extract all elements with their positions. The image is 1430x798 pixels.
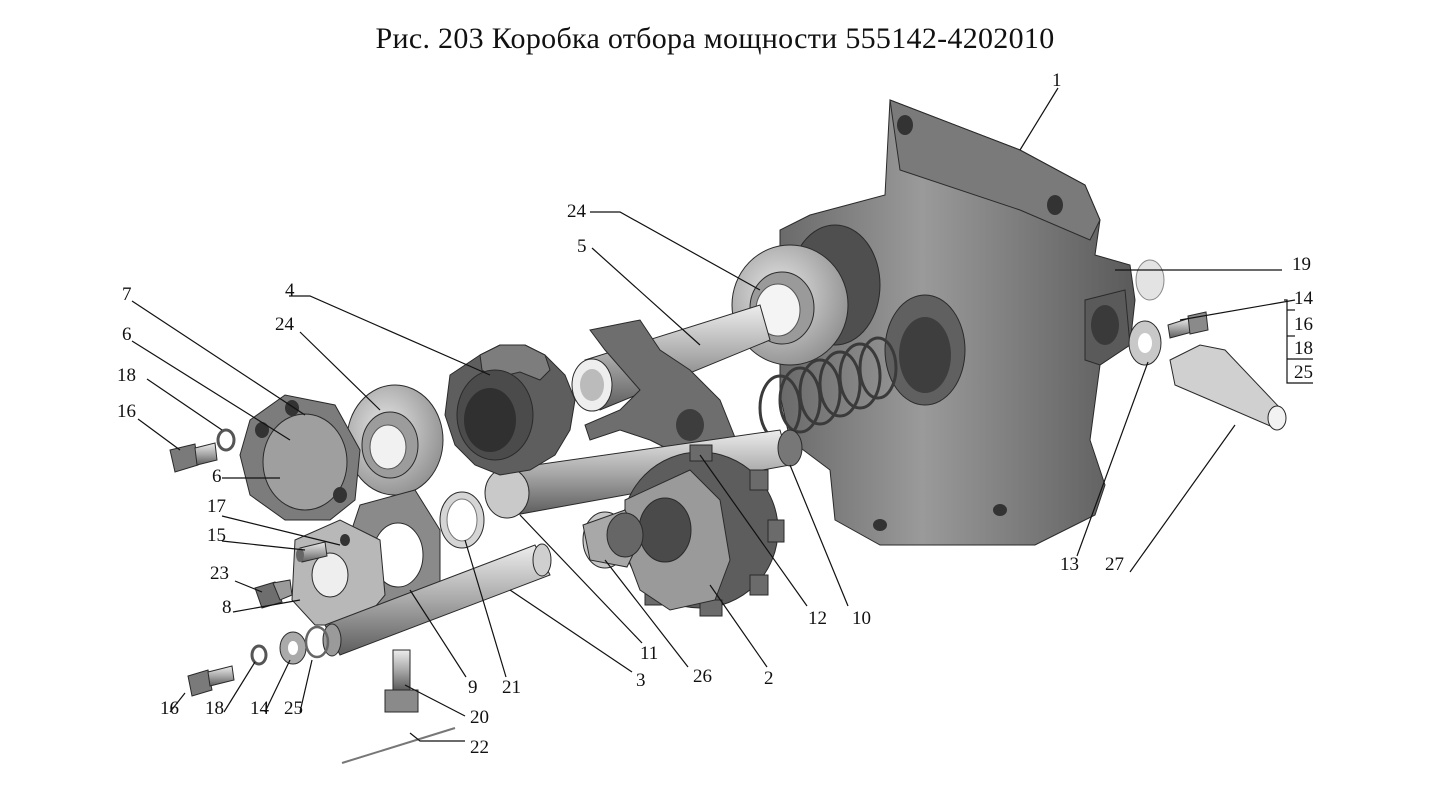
plug-part-19	[1135, 259, 1165, 301]
label-18-upper: 18	[117, 365, 136, 386]
label-24-top: 24	[567, 201, 587, 222]
lock-washer-part-18-lower	[250, 644, 268, 666]
label-14-lower: 14	[250, 698, 270, 719]
label-25-lower: 25	[284, 698, 303, 719]
label-18-lower: 18	[205, 698, 224, 719]
cover-part-6	[239, 394, 361, 521]
label-24-left: 24	[275, 314, 295, 335]
label-1: 1	[1052, 70, 1062, 91]
plug-part-23	[254, 579, 293, 609]
label-25-right: 25	[1294, 362, 1313, 383]
shaft-part-5	[571, 304, 771, 412]
label-12: 12	[808, 608, 827, 629]
retaining-ring-part-21	[439, 491, 485, 549]
label-9: 9	[468, 677, 478, 698]
label-21: 21	[502, 677, 521, 698]
gear-part-2	[619, 444, 785, 617]
label-3: 3	[636, 670, 646, 691]
label-17: 17	[207, 496, 226, 517]
label-16-upper: 16	[117, 401, 136, 422]
housing-part-1	[779, 99, 1136, 546]
lock-washer-part-18-upper	[216, 428, 236, 452]
wire-part-22	[341, 727, 456, 764]
washer-part-13	[1128, 320, 1162, 366]
label-2: 2	[764, 668, 774, 689]
label-14-right: 14	[1294, 288, 1314, 309]
label-27: 27	[1105, 554, 1124, 575]
callout-labels: 1 24 5 4 24 7 6 18 16 6 17 15 23 8 19 14…	[117, 70, 1314, 758]
label-6-upper: 6	[122, 324, 132, 345]
label-11: 11	[640, 643, 658, 664]
o-ring-part-25-lower	[304, 625, 330, 659]
bolt-part-16-upper	[169, 442, 218, 473]
label-16-right: 16	[1294, 314, 1313, 335]
label-8: 8	[222, 597, 232, 618]
label-15: 15	[207, 525, 226, 546]
bearing-24-lower	[346, 384, 444, 496]
label-5: 5	[577, 236, 587, 257]
label-18-right: 18	[1294, 338, 1313, 359]
washer-part-14-lower	[279, 631, 307, 665]
bolt-part-15	[296, 541, 328, 563]
label-20: 20	[470, 707, 489, 728]
label-19: 19	[1292, 254, 1311, 275]
leader-lines	[131, 87, 1313, 742]
label-22: 22	[470, 737, 489, 758]
bolt-part-16-lower	[187, 665, 235, 697]
shaft-part-3	[322, 543, 552, 657]
label-26: 26	[693, 666, 712, 687]
label-23: 23	[210, 563, 229, 584]
needle-bearing-part-26	[582, 509, 644, 569]
label-13: 13	[1060, 554, 1079, 575]
bolt-part-20	[384, 649, 419, 713]
label-6-lower: 6	[212, 466, 222, 487]
label-7: 7	[122, 284, 132, 305]
sensor-part-27	[1169, 344, 1287, 431]
figure-title: Рис. 203 Коробка отбора мощности 555142-…	[375, 22, 1055, 55]
rod-part-11	[484, 429, 803, 519]
label-4: 4	[285, 280, 295, 301]
label-16-lower: 16	[160, 698, 179, 719]
label-10: 10	[852, 608, 871, 629]
gear-part-4	[444, 344, 576, 476]
